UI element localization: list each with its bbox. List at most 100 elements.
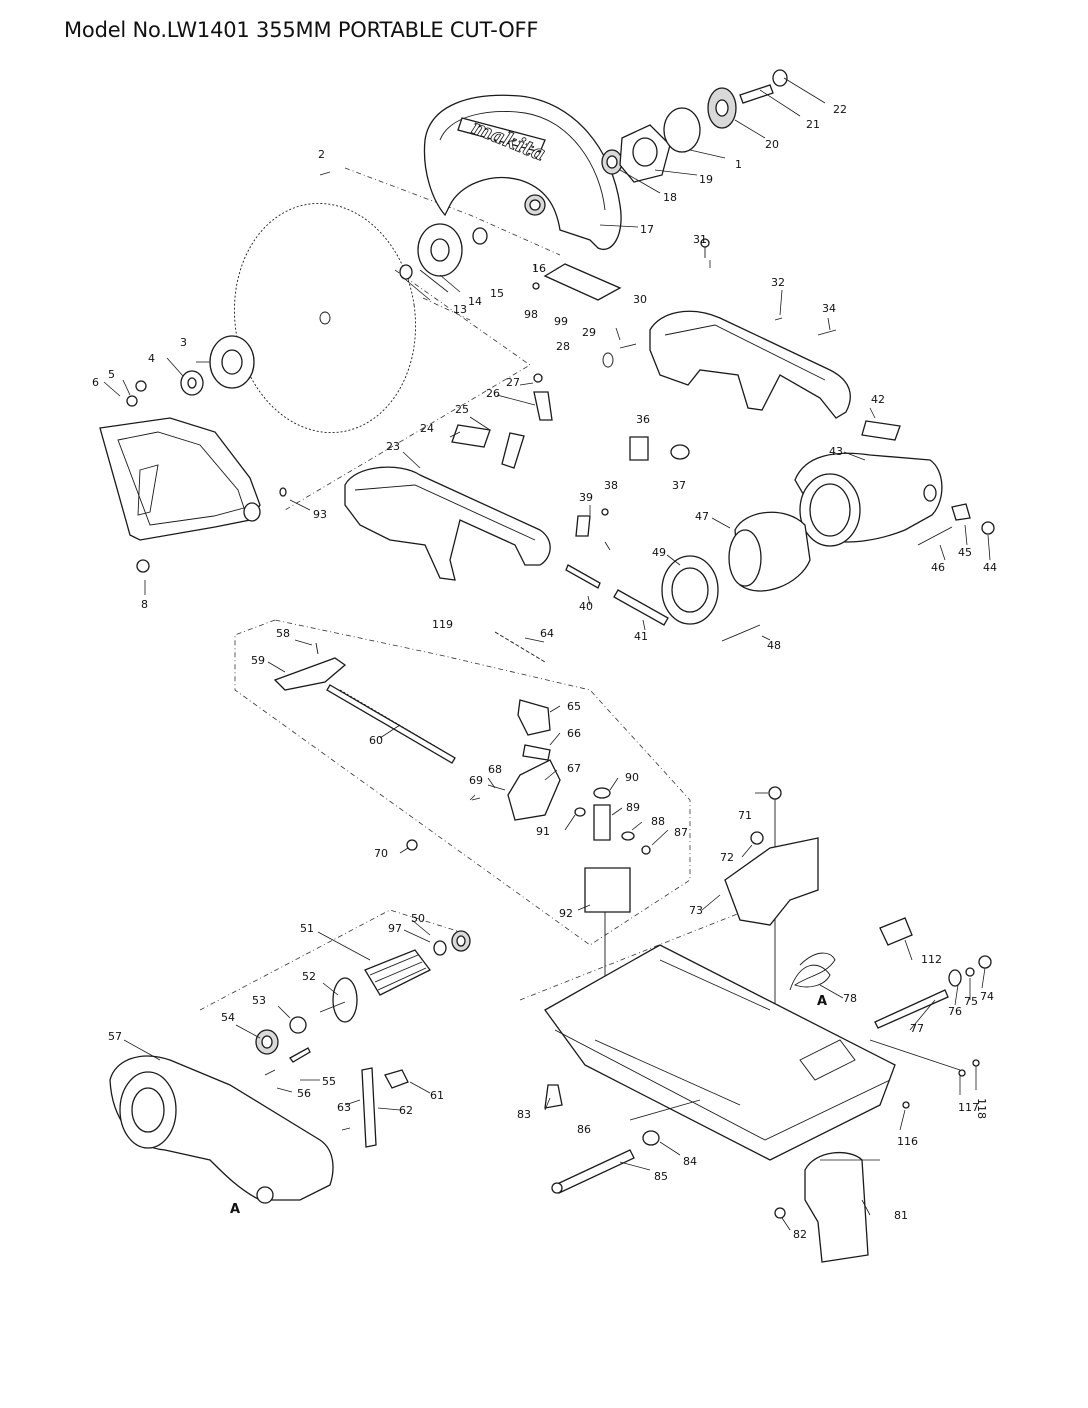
- callout-50: 50: [411, 912, 425, 925]
- callout-44: 44: [983, 561, 997, 574]
- callout-17: 17: [640, 223, 654, 236]
- section-marker-a-housing: A: [230, 1202, 240, 1217]
- callout-48: 48: [767, 639, 781, 652]
- wheel-guard: makita: [423, 94, 622, 251]
- callout-23: 23: [386, 440, 400, 453]
- assembly-outline-top: [284, 167, 561, 511]
- callout-97: 97: [388, 922, 402, 935]
- callout-39: 39: [579, 491, 593, 504]
- callout-4: 4: [148, 352, 155, 365]
- callout-18: 18: [663, 191, 677, 204]
- callout-72: 72: [720, 851, 734, 864]
- callout-74: 74: [980, 990, 994, 1003]
- callout-73: 73: [689, 904, 703, 917]
- callout-20: 20: [765, 138, 779, 151]
- callout-116: 116: [897, 1135, 918, 1148]
- callout-41: 41: [634, 630, 648, 643]
- spindle-bearing-parts: [601, 69, 788, 183]
- callout-77: 77: [910, 1022, 924, 1035]
- callout-62: 62: [399, 1104, 413, 1117]
- callout-27: 27: [506, 376, 520, 389]
- callout-91: 91: [536, 825, 550, 838]
- motor-housing: [661, 420, 995, 642]
- callout-71: 71: [738, 809, 752, 822]
- callout-37: 37: [672, 479, 686, 492]
- callout-85: 85: [654, 1170, 668, 1183]
- callout-83: 83: [517, 1108, 531, 1121]
- callout-34: 34: [822, 302, 836, 315]
- base-accessories: [544, 1084, 869, 1263]
- callout-26: 26: [486, 387, 500, 400]
- callout-29: 29: [582, 326, 596, 339]
- callout-56: 56: [297, 1087, 311, 1100]
- callout-61: 61: [430, 1089, 444, 1102]
- callout-51: 51: [300, 922, 314, 935]
- callout-90: 90: [625, 771, 639, 784]
- abrasive-wheel: [234, 202, 416, 434]
- callout-63: 63: [337, 1101, 351, 1114]
- callout-36: 36: [636, 413, 650, 426]
- callout-78: 78: [843, 992, 857, 1005]
- callout-19: 19: [699, 173, 713, 186]
- callout-69: 69: [469, 774, 483, 787]
- callout-5: 5: [108, 368, 115, 381]
- callout-14: 14: [468, 295, 482, 308]
- callout-66: 66: [567, 727, 581, 740]
- callout-40: 40: [579, 600, 593, 613]
- callout-labels: 1 2 3 4 5 6 8 13 14 15 16 17 18 19 20 21…: [92, 103, 997, 1241]
- callout-58: 58: [276, 627, 290, 640]
- callout-45: 45: [958, 546, 972, 559]
- inner-flange-set: [180, 223, 488, 396]
- callout-76: 76: [948, 1005, 962, 1018]
- callout-57: 57: [108, 1030, 122, 1043]
- page-title: Model No.LW1401 355MM PORTABLE CUT-OFF: [64, 18, 539, 42]
- callout-8: 8: [141, 598, 148, 611]
- callout-60: 60: [369, 734, 383, 747]
- callout-16: 16: [532, 262, 546, 275]
- callout-84: 84: [683, 1155, 697, 1168]
- callout-88: 88: [651, 815, 665, 828]
- callout-67: 67: [567, 762, 581, 775]
- rear-handle: [344, 436, 690, 626]
- callout-93: 93: [313, 508, 327, 521]
- callout-55: 55: [322, 1075, 336, 1088]
- callout-82: 82: [793, 1228, 807, 1241]
- callout-119: 119: [432, 618, 453, 631]
- base-plate: [544, 944, 896, 1161]
- leader-lines: [103, 77, 991, 1231]
- callout-6: 6: [92, 376, 99, 389]
- vise-assembly: [273, 631, 561, 851]
- callout-87: 87: [674, 826, 688, 839]
- callout-54: 54: [221, 1011, 235, 1024]
- callout-52: 52: [302, 970, 316, 983]
- callout-42: 42: [871, 393, 885, 406]
- callout-22: 22: [833, 103, 847, 116]
- armature-assembly: [255, 930, 471, 1131]
- callout-81: 81: [894, 1209, 908, 1222]
- callout-53: 53: [252, 994, 266, 1007]
- callout-31: 31: [693, 233, 707, 246]
- callout-3: 3: [180, 336, 187, 349]
- section-marker-a-base: A: [817, 994, 827, 1009]
- safety-guard: [99, 380, 287, 573]
- callout-92: 92: [559, 907, 573, 920]
- callout-117: 117: [958, 1101, 979, 1114]
- callout-112: 112: [921, 953, 942, 966]
- callout-25: 25: [455, 403, 469, 416]
- callout-89: 89: [626, 801, 640, 814]
- callout-49: 49: [652, 546, 666, 559]
- spring-and-stopper: [789, 917, 992, 1109]
- assembly-outline-vise: [234, 619, 691, 946]
- callout-47: 47: [695, 510, 709, 523]
- callout-64: 64: [540, 627, 554, 640]
- callout-28: 28: [556, 340, 570, 353]
- lock-lever: [361, 1067, 409, 1148]
- callout-1: 1: [735, 158, 742, 171]
- gear-housing: [109, 1055, 334, 1204]
- callout-68: 68: [488, 763, 502, 776]
- callout-70: 70: [374, 847, 388, 860]
- callout-99: 99: [554, 315, 568, 328]
- callout-98: 98: [524, 308, 538, 321]
- pivot-parts: [574, 787, 651, 1045]
